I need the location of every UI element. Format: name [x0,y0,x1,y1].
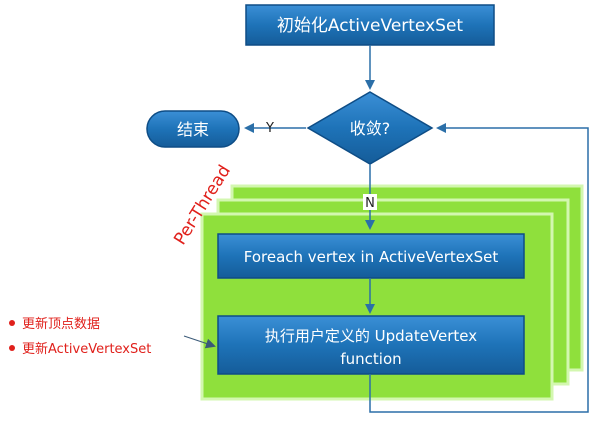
update-notes: 更新顶点数据 更新ActiveVertexSet [9,316,151,357]
note-item-1: 更新顶点数据 [22,316,100,332]
note-bullet-1 [9,320,15,326]
execute-update-label-line1: 执行用户定义的 UpdateVertex [265,327,477,345]
edge-label-no: N [365,196,375,211]
note-bullet-2 [9,345,15,351]
note-pointer-arrow [183,335,216,349]
foreach-node: Foreach vertex in ActiveVertexSet [217,233,525,279]
edge-label-yes: Y [265,121,274,136]
init-node-label: 初始化ActiveVertexSet [277,16,463,36]
edge-label-no-bg [363,194,377,210]
arrow-loop-back-to-converge [369,123,589,413]
end-node: 结束 [146,110,240,148]
execute-update-node: 执行用户定义的 UpdateVertex function [217,315,525,375]
init-node: 初始化ActiveVertexSet [245,4,495,46]
execute-update-label-line2: function [340,350,401,368]
note-item-2: 更新ActiveVertexSet [22,341,151,357]
end-node-label: 结束 [177,120,209,139]
converge-decision-node: 收敛? [306,91,434,165]
converge-decision-label: 收敛? [350,119,391,138]
foreach-node-label: Foreach vertex in ActiveVertexSet [244,248,499,266]
